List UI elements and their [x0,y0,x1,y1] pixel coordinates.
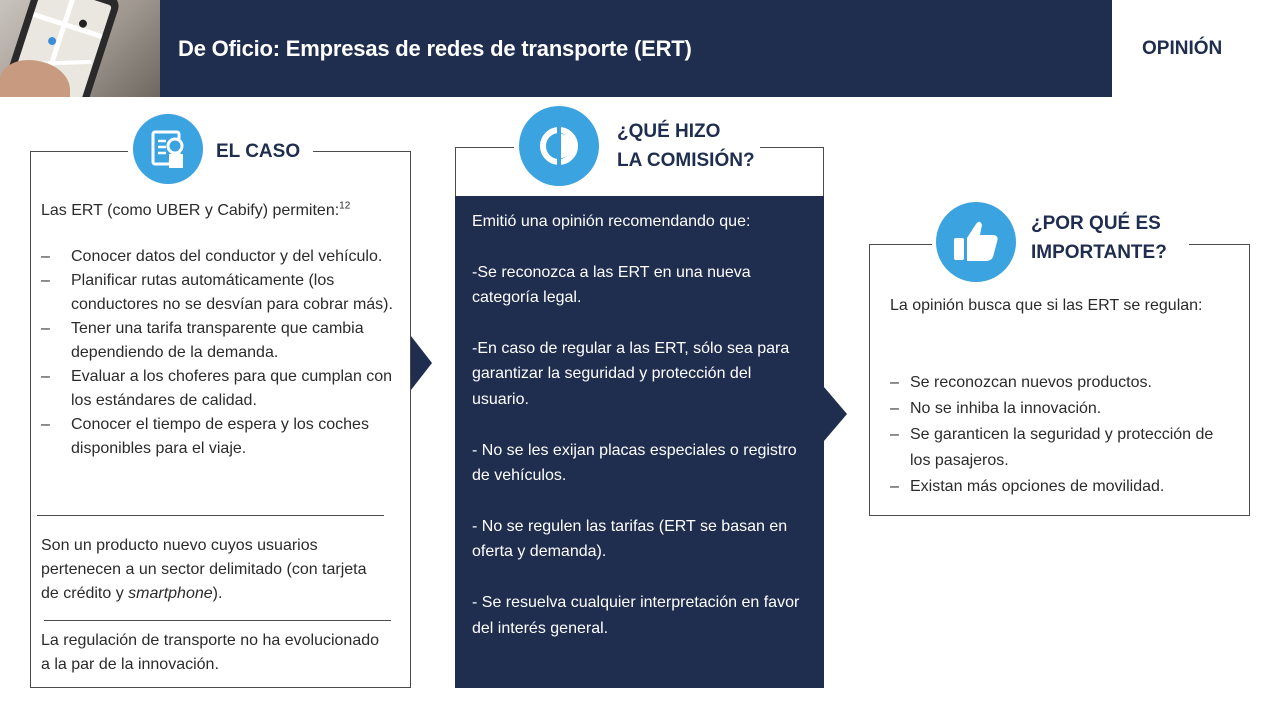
comision-heading: ¿QUÉ HIZO LA COMISIÓN? [617,121,755,171]
caso-bullet-list: –Conocer datos del conductor y del vehíc… [41,245,403,461]
caso-heading: EL CASO [216,141,301,162]
list-item: –Conocer el tiempo de espera y los coche… [41,416,369,457]
caso-heading-gap [128,146,313,156]
paragraph: -En caso de regular a las ERT, sólo sea … [472,339,790,408]
caso-paragraph-3: La regulación de transporte no ha evoluc… [41,632,380,673]
importante-bullet-list: –Se reconozcan nuevos productos. –No se … [890,370,1235,500]
importante-heading-gap [932,239,1189,249]
list-item: –Se reconozcan nuevos productos. [890,374,1152,391]
header-photo [0,0,160,97]
list-item: –Evaluar a los choferes para que cumplan… [41,368,393,409]
document-search-icon [133,114,203,184]
paragraph: -Se reconozca a las ERT en una nueva cat… [472,263,751,307]
circle-split-icon [519,106,599,186]
list-item: –Se garanticen la seguridad y protección… [890,426,1214,469]
divider [44,620,391,621]
divider [37,515,384,516]
paragraph: Emitió una opinión recomendando que: [472,213,751,230]
importante-panel [869,244,1250,516]
comision-heading-gap [514,142,760,152]
list-item: –Conocer datos del conductor y del vehíc… [41,248,383,265]
comision-panel [455,196,824,688]
list-item: –Planificar rutas automáticamente (los c… [41,272,393,313]
thumbs-up-icon [936,202,1016,282]
comision-heading-box [455,147,824,196]
caso-intro: Las ERT (como UBER y Cabify) permiten:12 [41,199,403,223]
caso-paragraph-2: Son un producto nuevo cuyos usuarios per… [41,537,367,602]
section-tag: OPINIÓN [1142,38,1223,59]
arrow-right-icon [824,387,847,441]
arrow-right-icon [411,336,432,390]
paragraph: - No se les exijan placas especiales o r… [472,441,797,485]
importante-intro: La opinión busca que si las ERT se regul… [890,297,1203,314]
importante-heading: ¿POR QUÉ ES IMPORTANTE? [1031,213,1167,263]
page-title: De Oficio: Empresas de redes de transpor… [178,36,692,61]
footnote-ref: 12 [339,200,351,212]
paragraph: - No se regulen las tarifas (ERT se basa… [472,517,788,561]
caso-intro-text: Las ERT (como UBER y Cabify) permiten: [41,202,340,219]
list-item: –No se inhiba la innovación. [890,400,1102,417]
paragraph: - Se resuelva cualquier interpretación e… [472,593,800,637]
list-item: –Tener una tarifa transparente que cambi… [41,320,364,361]
list-item: –Existan más opciones de movilidad. [890,478,1165,495]
header-bar [160,0,1112,97]
comision-text: Emitió una opinión recomendando que: -Se… [472,209,810,641]
caso-panel [30,151,411,688]
